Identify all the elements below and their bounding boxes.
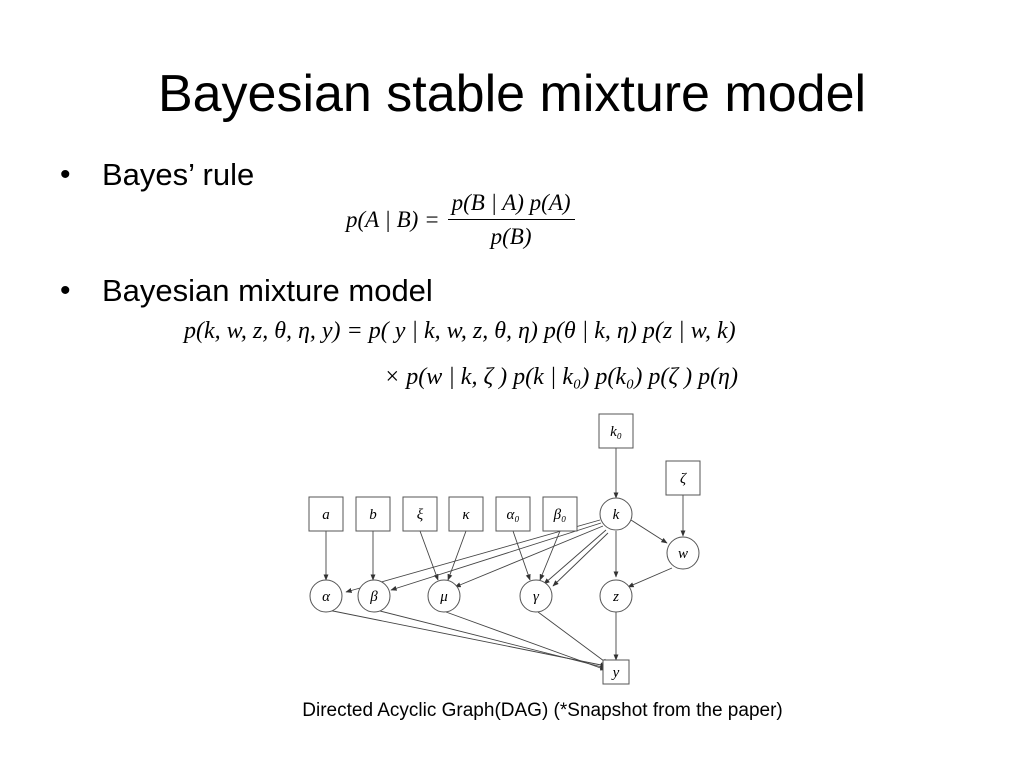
bullet-dot: • <box>60 158 71 191</box>
edge-kappa-mu <box>447 530 467 581</box>
svg-text:ζ: ζ <box>680 471 687 487</box>
edge-beta-y <box>375 609 607 670</box>
svg-text:a: a <box>322 507 330 523</box>
equation-lhs: p(A | B) = <box>346 207 440 232</box>
equation-fraction: p(B | A) p(A) p(B) <box>447 190 575 250</box>
dag-edges <box>323 448 686 671</box>
node-alpha0: α₀ <box>495 496 531 532</box>
svg-text:μ: μ <box>439 589 448 605</box>
node-beta: β <box>357 579 391 613</box>
svg-text:α: α <box>322 589 331 605</box>
bullet-bayes-rule: • Bayes’ rule <box>60 156 254 194</box>
edge-k-beta <box>390 522 602 591</box>
node-a: a <box>308 496 344 532</box>
svg-text:α₀: α₀ <box>506 507 519 523</box>
bullet-label: Bayes’ rule <box>102 157 255 192</box>
svg-text:k₀: k₀ <box>610 424 622 440</box>
svg-text:w: w <box>678 546 688 562</box>
bullet-label: Bayesian mixture model <box>102 273 433 308</box>
node-mu: μ <box>427 579 461 613</box>
edge-gamma-y <box>537 611 609 665</box>
edge-beta0-gamma <box>539 530 561 581</box>
bullet-dot: • <box>60 274 71 307</box>
edge-k-w <box>630 519 668 544</box>
edge-mu-y <box>445 611 607 671</box>
svg-text:b: b <box>369 507 377 523</box>
node-kappa: κ <box>448 496 484 532</box>
bayes-rule-equation: p(A | B) = p(B | A) p(A) p(B) <box>346 190 575 250</box>
node-k0: k₀ <box>598 413 634 449</box>
node-gamma: γ <box>519 579 553 613</box>
svg-text:γ: γ <box>533 589 540 605</box>
svg-text:κ: κ <box>462 507 470 523</box>
dag-diagram: k₀ ζ a b ξ κ α₀ β₀ <box>308 413 701 685</box>
edge-k-gamma-2 <box>552 532 609 587</box>
edge-k-alpha <box>345 519 601 593</box>
node-alpha: α <box>309 579 343 613</box>
node-beta0: β₀ <box>542 496 578 532</box>
svg-text:β: β <box>369 589 378 605</box>
edge-k-mu <box>454 525 604 588</box>
node-w: w <box>666 536 700 570</box>
node-b: b <box>355 496 391 532</box>
node-xi: ξ <box>402 496 438 532</box>
equation-numerator: p(B | A) p(A) <box>447 190 575 220</box>
edge-k-gamma <box>543 529 607 585</box>
svg-text:z: z <box>612 589 619 605</box>
svg-text:β₀: β₀ <box>553 507 567 523</box>
node-zeta: ζ <box>665 460 701 496</box>
equation-denominator: p(B) <box>490 224 532 249</box>
figure-caption: Directed Acyclic Graph(DAG) (*Snapshot f… <box>302 700 783 721</box>
edge-alpha0-gamma <box>512 530 531 581</box>
svg-text:k: k <box>613 507 620 523</box>
slide-title: Bayesian stable mixture model <box>157 65 867 123</box>
node-k: k <box>599 497 633 531</box>
edge-w-z <box>627 567 673 588</box>
svg-text:ξ: ξ <box>417 507 424 523</box>
mixture-equation-line-2: × p(w | k, ζ ) p(k | k₀) p(k₀) p(ζ ) p(η… <box>384 364 738 390</box>
svg-text:y: y <box>611 665 620 681</box>
bullet-mixture-model: • Bayesian mixture model <box>60 272 433 310</box>
node-z: z <box>599 579 633 613</box>
node-y: y <box>602 659 630 685</box>
edge-xi-mu <box>419 530 439 581</box>
mixture-equation-line-1: p(k, w, z, θ, η, y) = p( y | k, w, z, θ,… <box>184 318 736 344</box>
